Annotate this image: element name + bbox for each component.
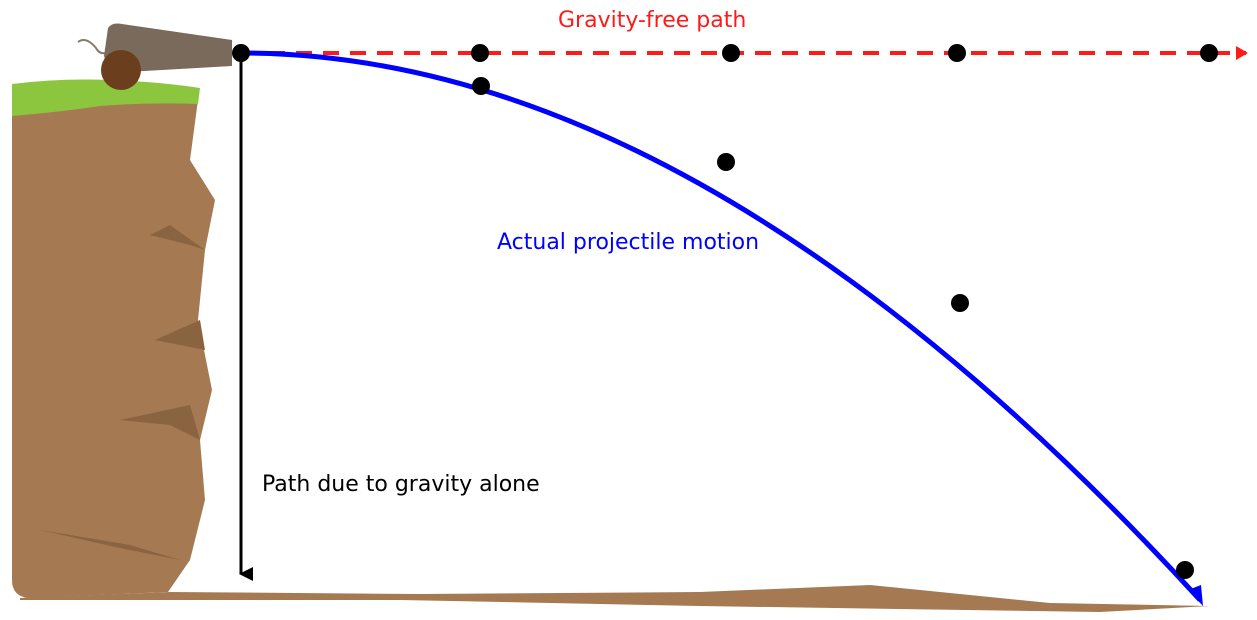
gravity-alone-label: Path due to gravity alone (262, 472, 540, 497)
projectile-dot (1176, 561, 1194, 579)
actual-motion-path (241, 53, 1200, 600)
gravity-free-dot (722, 44, 740, 62)
actual-motion-label: Actual projectile motion (497, 230, 759, 255)
projectile-dot (717, 153, 735, 171)
gravity-free-dot (471, 44, 489, 62)
gravity-free-dot (232, 44, 250, 62)
projectile-dot (472, 77, 490, 95)
ground-icon (20, 585, 1210, 612)
projectile-dot (951, 294, 969, 312)
gravity-free-dot (1200, 44, 1218, 62)
cliff-icon (12, 100, 215, 598)
gravity-free-label: Gravity-free path (558, 8, 746, 33)
gravity-free-dot (948, 44, 966, 62)
